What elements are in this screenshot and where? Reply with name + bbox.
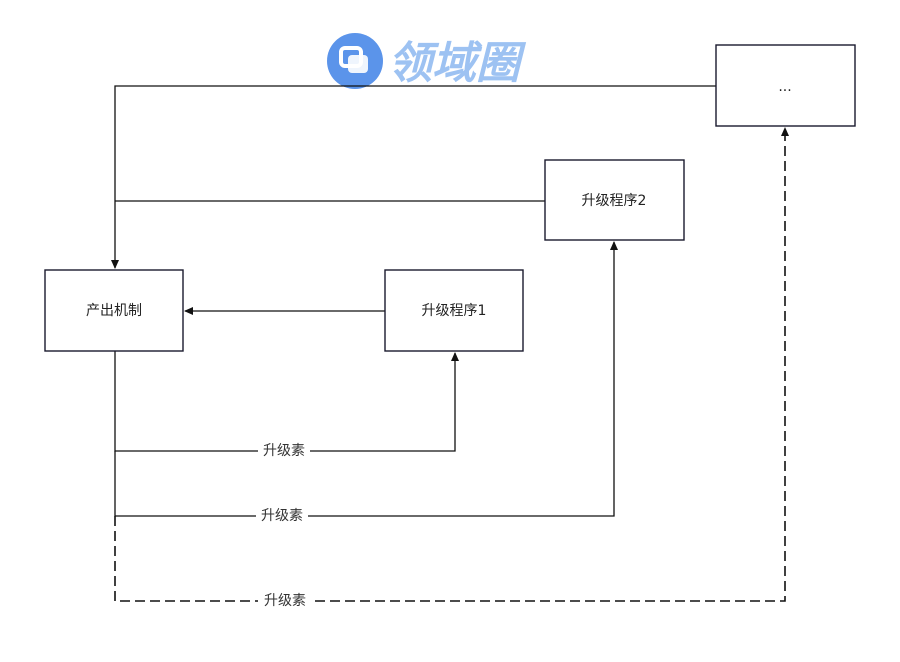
edge-more-to-output [111, 85, 716, 269]
node-upgrade1-label: 升级程序1 [422, 303, 487, 319]
node-upgrade2-label: 升级程序2 [582, 193, 647, 209]
logo-watermark: 领域圈 [327, 33, 527, 89]
node-upgrade2[interactable]: 升级程序2 [544, 159, 685, 241]
logo-text: 领域圈 [388, 38, 527, 89]
node-output[interactable]: 产出机制 [44, 269, 184, 352]
node-more[interactable]: ... [715, 44, 856, 127]
node-upgrade1[interactable]: 升级程序1 [384, 269, 524, 352]
edge-output-to-more [114, 127, 789, 602]
edge-label-upgrade1: 升级素 [263, 443, 305, 459]
edge-label-more: 升级素 [264, 593, 306, 609]
edge-label-upgrade2: 升级素 [261, 508, 303, 524]
node-output-label: 产出机制 [86, 303, 142, 319]
node-more-label: ... [778, 79, 791, 95]
edge-output-to-upgrade1 [114, 351, 459, 452]
edge-output-to-upgrade2 [114, 241, 618, 517]
